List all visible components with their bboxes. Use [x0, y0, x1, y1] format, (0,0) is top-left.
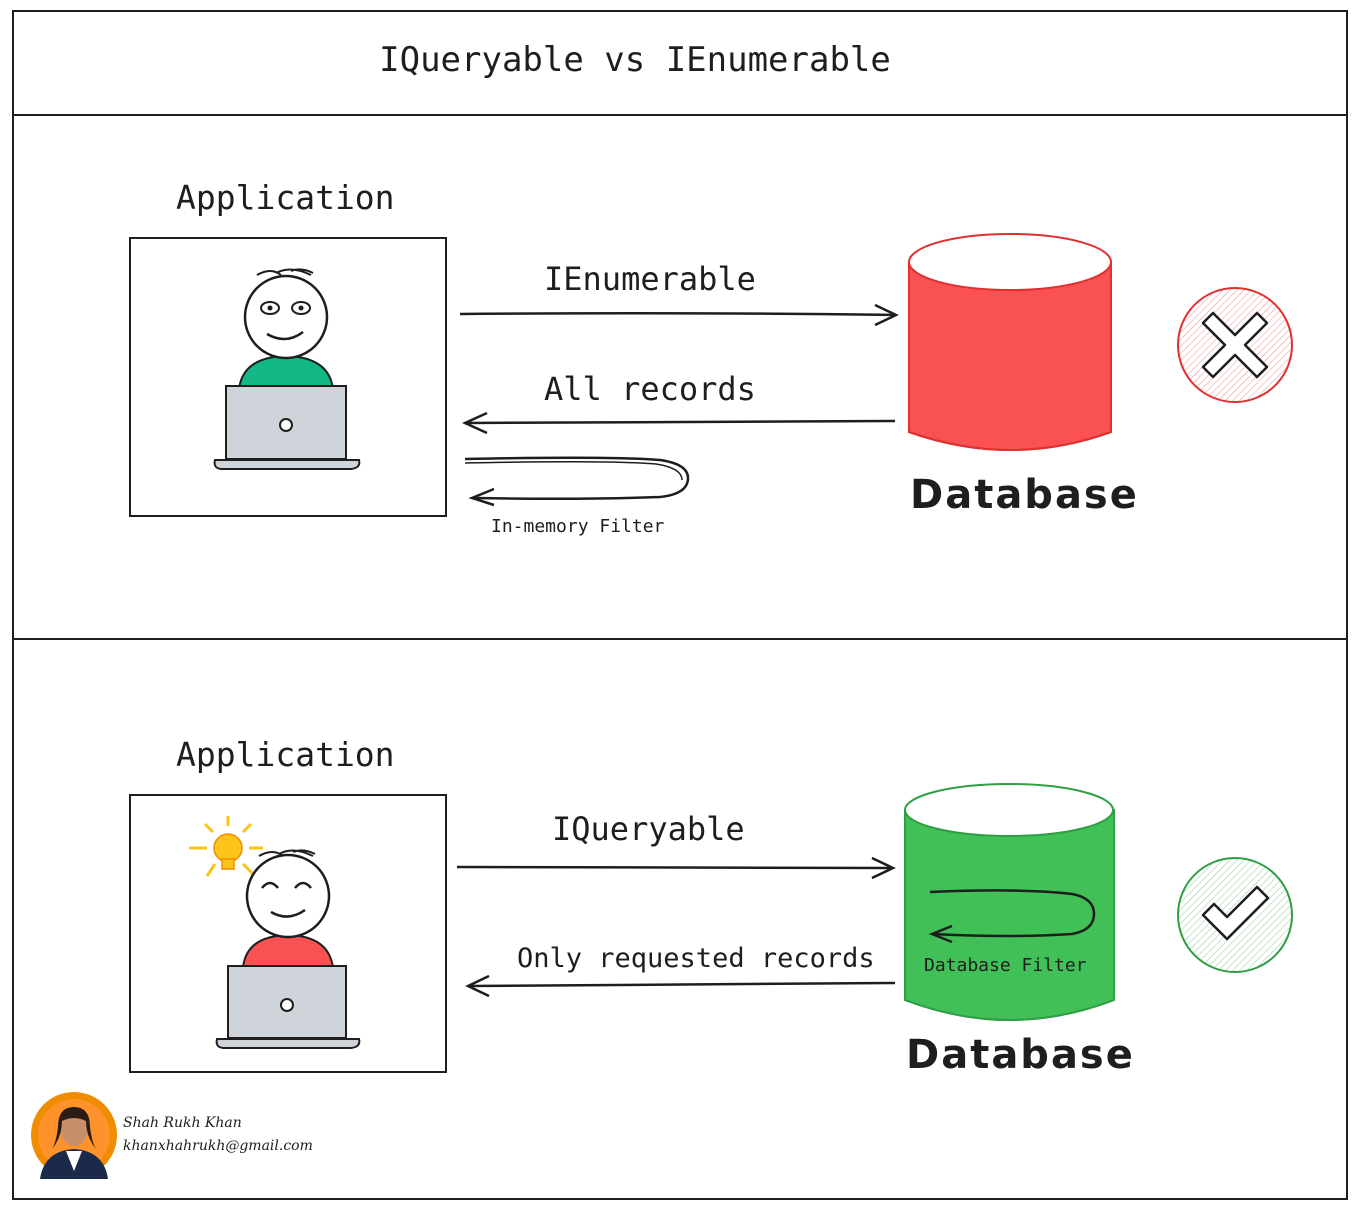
application-label-bottom: Application	[176, 735, 395, 774]
developer-idea-icon-bottom	[189, 816, 361, 1049]
panel-divider	[12, 638, 1348, 640]
ienumerable-label: IEnumerable	[544, 260, 756, 298]
cross-icon	[1177, 287, 1293, 403]
request-arrow-top	[459, 303, 899, 327]
outer-frame	[12, 10, 1348, 1200]
response-arrow-bottom	[465, 974, 896, 998]
response-arrow-top	[461, 411, 896, 435]
title-divider	[12, 114, 1348, 116]
lightbulb-icon	[189, 816, 263, 877]
request-arrow-bottom	[456, 856, 896, 880]
developer-icon-top	[213, 268, 361, 470]
database-cylinder-bottom	[904, 783, 1115, 1021]
check-icon	[1177, 857, 1293, 973]
database-label-top: Database	[910, 472, 1139, 518]
database-filter-label: Database Filter	[924, 955, 1087, 976]
iqueryable-label: IQueryable	[552, 810, 745, 848]
author-avatar	[31, 1092, 117, 1179]
diagram-title: IQueryable vs IEnumerable	[379, 40, 891, 80]
author-email: khanxhahrukh@gmail.com	[123, 1138, 313, 1154]
all-records-label: All records	[544, 370, 756, 408]
application-box-top	[129, 237, 447, 517]
in-memory-filter-label: In-memory Filter	[491, 516, 665, 537]
in-memory-filter-arrow	[464, 456, 690, 507]
application-label-top: Application	[176, 178, 395, 217]
application-box-bottom	[129, 794, 447, 1073]
author-name: Shah Rukh Khan	[123, 1115, 242, 1131]
database-label-bottom: Database	[906, 1032, 1135, 1078]
only-requested-records-label: Only requested records	[517, 943, 875, 974]
database-cylinder-top	[908, 233, 1112, 451]
